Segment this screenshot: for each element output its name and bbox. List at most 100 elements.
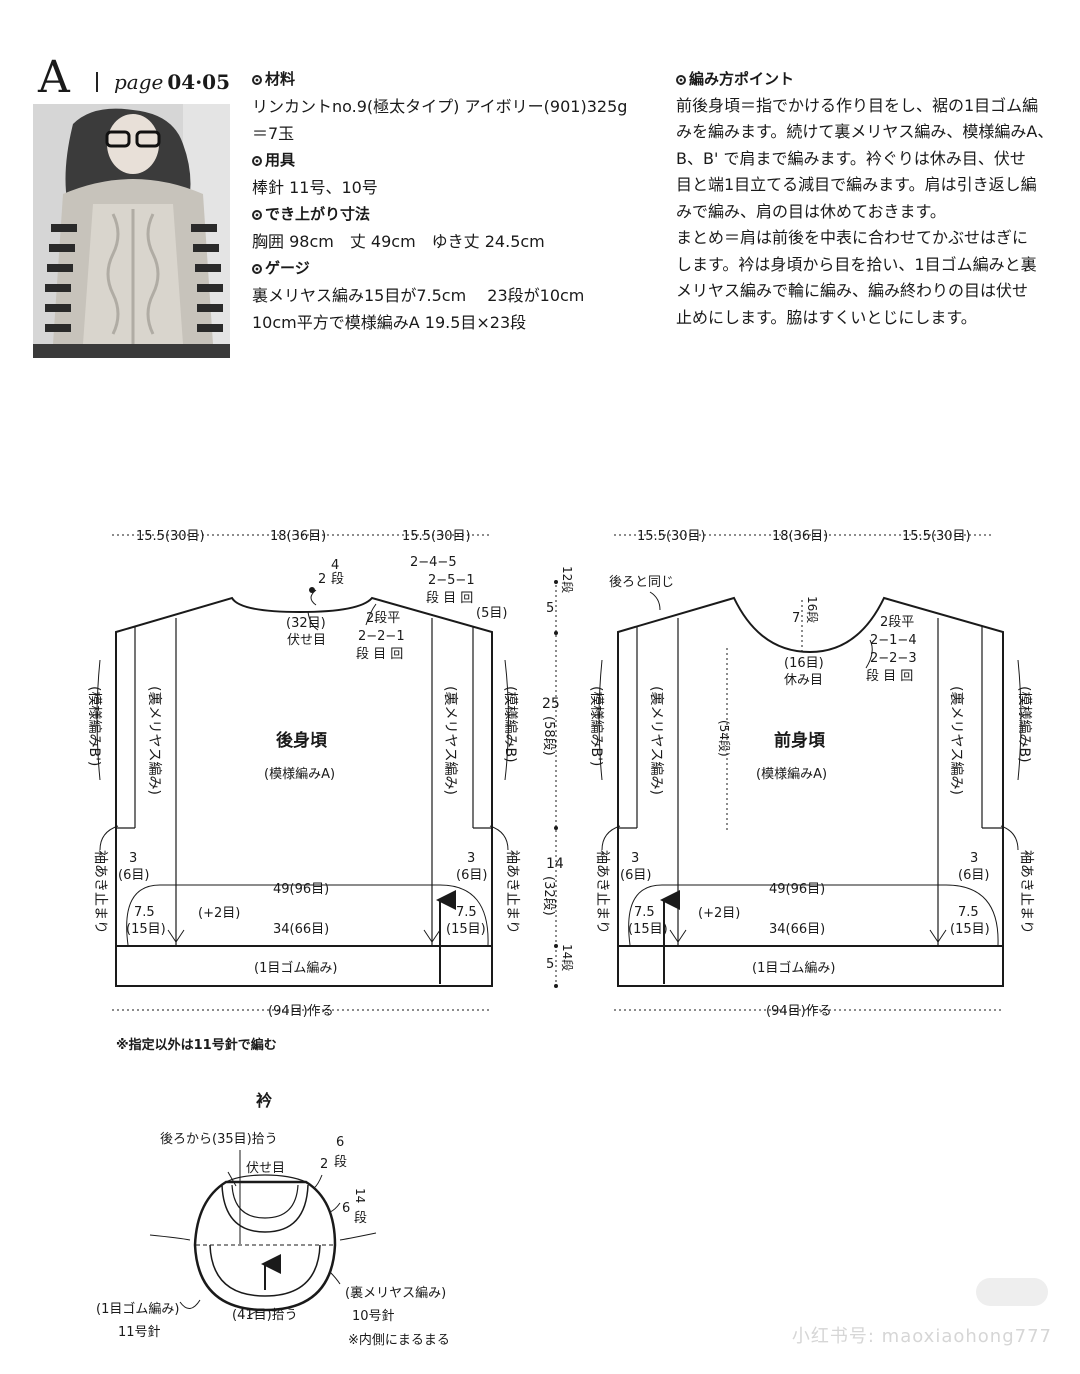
points-line: まとめ＝肩は前後を中表に合わせてかぶせはぎに bbox=[676, 228, 1029, 247]
front-wide-dim: 49(96目) bbox=[769, 882, 825, 897]
front-neck-cm: 7 bbox=[792, 611, 800, 626]
collar-rows-top-val: 6 bbox=[336, 1135, 344, 1150]
front-rows-54: (54段) bbox=[717, 720, 732, 757]
vd-lower-cm: 14 bbox=[546, 856, 564, 872]
back-top-left-dim: 15.5(30目) bbox=[136, 529, 205, 544]
front-right-outer-label: (模様編みB) bbox=[1016, 686, 1032, 763]
back-right-side-sts: (15目) bbox=[446, 922, 486, 937]
front-neck-dec-a: 2段平 bbox=[880, 615, 914, 630]
watermark: 小红书号: maoxiaohong777 bbox=[791, 1326, 1052, 1347]
back-neck-dec-c: 段 目 回 bbox=[356, 647, 403, 662]
front-left-side-cm: 7.5 bbox=[634, 905, 655, 920]
gauge-line-2: 10cm平方で模様編みA 19.5目×23段 bbox=[252, 313, 527, 332]
front-increase: (+2目) bbox=[698, 906, 740, 921]
back-left-slit-label: 袖あき止まり bbox=[92, 850, 108, 934]
pattern-letter: A bbox=[38, 52, 70, 103]
collar-rows-mid-val: 14 bbox=[353, 1188, 367, 1203]
model-photo-illustration bbox=[33, 104, 230, 358]
gauge-heading: ゲージ bbox=[252, 255, 652, 282]
front-cast-on: (94目)作る bbox=[766, 1004, 832, 1019]
model-photo bbox=[33, 104, 230, 358]
front-top-mid-dim: 18(36目) bbox=[772, 529, 828, 544]
points-line: します。衿は身頃から目を拾い、1目ゴム編みと裏 bbox=[676, 254, 1037, 274]
front-left-slit-label: 袖あき止まり bbox=[594, 850, 610, 934]
points-heading: 編み方ポイント bbox=[676, 66, 1056, 93]
bullet-icon bbox=[252, 210, 262, 220]
back-left-side-cm: 7.5 bbox=[134, 905, 155, 920]
back-shoulder-b: 2−5−1 bbox=[428, 573, 475, 588]
bullet-icon bbox=[676, 75, 686, 85]
points-line: 前後身頃＝指でかける作り目をし、裾の1目ゴム編 bbox=[676, 95, 1039, 115]
vd-rib-rows: 14段 bbox=[560, 944, 575, 971]
back-cast-on: (94目)作る bbox=[268, 1004, 334, 1019]
back-narrow-dim: 34(66目) bbox=[273, 922, 329, 937]
knitting-points-block: 編み方ポイント 前後身頃＝指でかける作り目をし、裾の1目ゴム編 みを編みます。続… bbox=[676, 66, 1056, 331]
back-neck-rows-unit: 段 bbox=[331, 572, 344, 587]
collar-labels: 衿 後ろから(35目)拾う 伏せ目 2 6 段 6 14 段 (1目ゴム編み) … bbox=[96, 1091, 450, 1348]
collar-stock-needle: 10号針 bbox=[352, 1309, 395, 1324]
collar-stockinette-label: (裏メリヤス編み) bbox=[345, 1285, 446, 1301]
back-left-inner-label: (裏メリヤス編み) bbox=[146, 686, 163, 795]
front-neck-dec-b: 2−1−4 bbox=[870, 633, 917, 648]
tools-title: 用具 bbox=[265, 151, 296, 169]
front-right-slit-sts: (6目) bbox=[958, 868, 989, 883]
back-shoulder-c: 段 目 回 bbox=[426, 591, 473, 606]
front-neck-dec-d: 段 目 回 bbox=[866, 669, 913, 684]
collar-rib-label: (1目ゴム編み) bbox=[96, 1301, 179, 1317]
front-body-diagram bbox=[598, 534, 1022, 1011]
points-line: 目と端1目立てる減目で編みます。肩は引き返し編 bbox=[676, 175, 1037, 194]
back-right-outer-label: (模様編みB) bbox=[502, 686, 518, 763]
points-line: B、B' で肩まで編みます。衿ぐりは休み目、伏せ bbox=[676, 148, 1026, 168]
xiaohongshu-logo-icon bbox=[976, 1278, 1048, 1306]
size-line-1: 胸囲 98cm 丈 49cm ゆき丈 24.5cm bbox=[252, 232, 545, 251]
back-neck-marker bbox=[309, 587, 315, 593]
tools-heading: 用具 bbox=[252, 147, 652, 174]
front-left-slit-sts: (6目) bbox=[620, 868, 651, 883]
front-top-right-dim: 15.5(30目) bbox=[902, 529, 971, 544]
front-outline bbox=[617, 596, 1004, 947]
back-neck-rows-num: 2 bbox=[318, 572, 326, 587]
vd-body-rows: (58段) bbox=[541, 716, 556, 756]
header-separator bbox=[96, 72, 98, 92]
front-rib-band bbox=[617, 945, 1004, 987]
front-labels: 15.5(30目) 18(36目) 15.5(30目) 後ろと同じ 7 16段 … bbox=[588, 529, 1034, 1019]
vd-lower-rows: (32段) bbox=[541, 876, 556, 916]
collar-rows-mid-unit: 段 bbox=[354, 1211, 367, 1226]
size-title: でき上がり寸法 bbox=[265, 205, 371, 223]
vd-shoulder-rows: 12段 bbox=[560, 566, 575, 593]
back-neck-dec-b: 2−2−1 bbox=[358, 629, 405, 644]
points-line: メリヤス編みで輪に編み、編み終わりの目は伏せ bbox=[676, 281, 1029, 300]
front-right-slit-cm: 3 bbox=[970, 851, 978, 866]
back-neck-bindoff-b: 伏せ目 bbox=[287, 633, 326, 648]
back-top-mid-dim: 18(36目) bbox=[270, 529, 326, 544]
materials-title: 材料 bbox=[265, 70, 296, 88]
front-neck-hold-a: (16目) bbox=[784, 656, 824, 671]
front-same-as-back: 後ろと同じ bbox=[609, 575, 674, 590]
front-right-side-cm: 7.5 bbox=[958, 905, 979, 920]
back-title: 後身頃 bbox=[276, 730, 328, 751]
materials-heading: 材料 bbox=[252, 66, 652, 93]
back-right-side-cm: 7.5 bbox=[456, 905, 477, 920]
page-prefix: page bbox=[114, 70, 164, 94]
front-left-outer-label: (模様編みB') bbox=[588, 686, 604, 766]
points-line: 止めにします。脇はすくいとじにします。 bbox=[676, 307, 977, 327]
collar-bindoff: 伏せ目 bbox=[246, 1161, 285, 1176]
back-right-slit-cm: 3 bbox=[467, 851, 475, 866]
front-rib-label: (1目ゴム編み) bbox=[752, 960, 835, 976]
back-left-slit-cm: 3 bbox=[129, 851, 137, 866]
front-narrow-dim: 34(66目) bbox=[769, 922, 825, 937]
tools-line-1: 棒針 11号、10号 bbox=[252, 178, 378, 197]
vertical-dimensions: 5 12段 25 (58段) 14 (32段) 5 14段 bbox=[541, 566, 575, 990]
back-wide-dim: 49(96目) bbox=[273, 882, 329, 897]
back-neck-bindoff-a: (32目) bbox=[286, 616, 326, 631]
gauge-line-1: 裏メリヤス編み15目が7.5cm 23段が10cm bbox=[252, 286, 585, 305]
back-left-side-sts: (15目) bbox=[126, 922, 166, 937]
specification-block: 材料 リンカントno.9(極太タイプ) アイボリー(901)325g ＝7玉 用… bbox=[252, 66, 652, 336]
bullet-icon bbox=[252, 264, 262, 274]
front-left-side-sts: (15目) bbox=[628, 922, 668, 937]
back-right-slit-sts: (6目) bbox=[456, 868, 487, 883]
front-left-slit-cm: 3 bbox=[631, 851, 639, 866]
back-body-diagram bbox=[96, 534, 509, 1011]
collar-pickup-back: 後ろから(35目)拾う bbox=[160, 1132, 278, 1147]
